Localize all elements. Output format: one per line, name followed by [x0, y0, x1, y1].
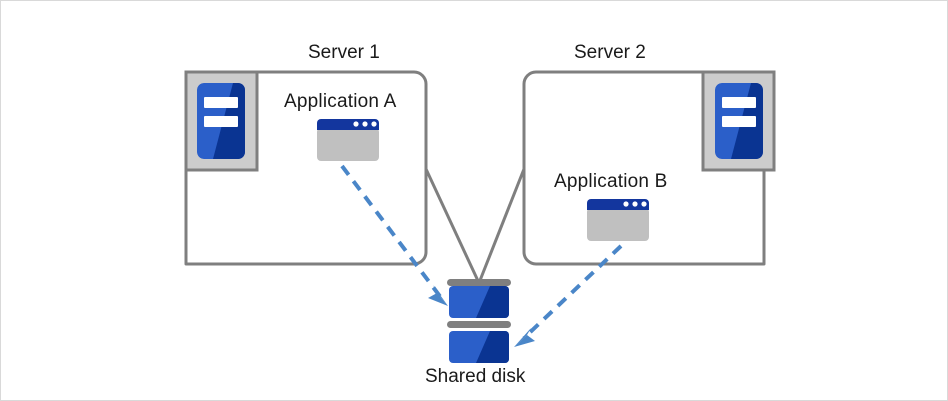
disk-separator-middle [447, 321, 511, 328]
server-icon-bar-top [204, 97, 238, 108]
shared-disk-icon [447, 279, 511, 363]
application-window-titlebar [317, 119, 379, 130]
disk-separator-top [447, 279, 511, 286]
window-dot-icon [362, 121, 368, 127]
application-b-window-icon [587, 199, 649, 241]
window-dot-icon [623, 201, 629, 207]
window-dot-icon [632, 201, 638, 207]
server1-label: Server 1 [308, 42, 380, 63]
dashed-line [522, 244, 623, 340]
application-window-body [587, 208, 649, 241]
server-icon-bar-bottom [722, 116, 756, 127]
server1-to-disk-link [424, 168, 481, 284]
application-a-label: Application A [284, 91, 397, 112]
disk-platter-lower [449, 331, 509, 363]
server2-label: Server 2 [574, 42, 646, 63]
arrowhead-icon [514, 335, 535, 347]
dashed-line [340, 164, 444, 301]
application-a-to-disk-access [340, 164, 448, 306]
server-to-disk-connectors [424, 168, 526, 284]
server-icon-bar-top [722, 97, 756, 108]
arrowhead-icon [428, 293, 448, 306]
window-dot-icon [353, 121, 359, 127]
application-window-body [317, 128, 379, 161]
server2-to-disk-link [477, 168, 526, 284]
window-dot-icon [371, 121, 377, 127]
application-b-label: Application B [554, 171, 668, 192]
server1-icon-group [184, 70, 259, 172]
shared-disk-label: Shared disk [425, 366, 526, 387]
arrowhead-icon [433, 285, 448, 306]
window-dot-icon [641, 201, 647, 207]
application-b-to-disk-access [514, 244, 623, 347]
arrowhead-icon [514, 328, 531, 347]
application-window-titlebar [587, 199, 649, 210]
disk-platter-upper [449, 286, 509, 318]
application-a-window-icon [317, 119, 379, 161]
server2-icon-group [701, 70, 776, 172]
server-icon-bar-bottom [204, 116, 238, 127]
